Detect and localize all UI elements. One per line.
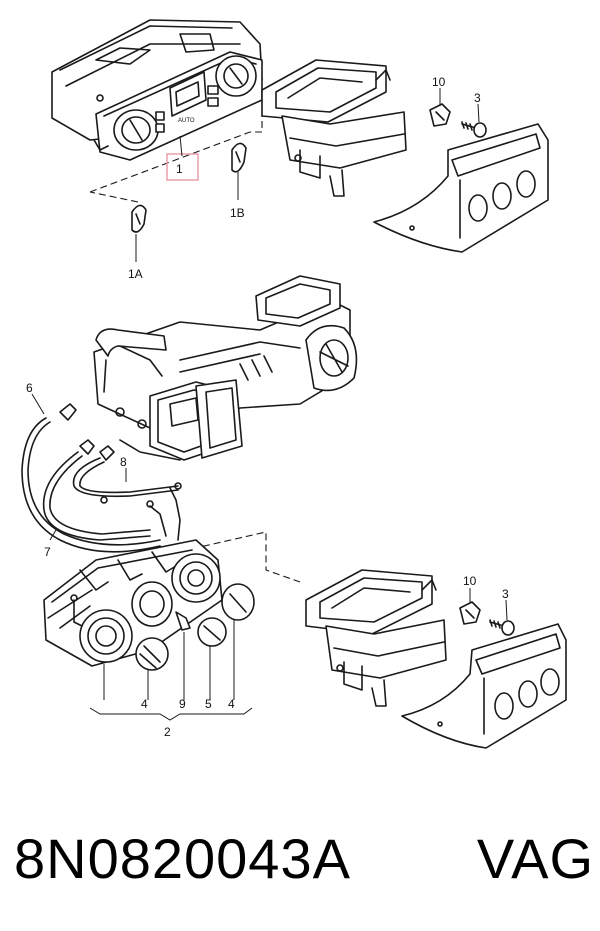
mounting-bracket-bottom: [305, 569, 447, 707]
callout-3-top: 3: [474, 91, 481, 105]
part-number: 8N0820043A: [14, 826, 351, 890]
climate-control-unit-top: AUTO: [51, 19, 263, 161]
callout-4-right: 4: [228, 697, 235, 711]
clip-10-bottom: 10: [459, 574, 481, 625]
control-cables: 6 7 8: [21, 381, 182, 559]
callout-8: 8: [120, 455, 127, 469]
callout-6: 6: [26, 381, 33, 395]
callout-10-top: 10: [432, 75, 446, 89]
callout-2: 2: [164, 725, 171, 739]
knob-5: [197, 617, 227, 700]
callout-5: 5: [205, 697, 212, 711]
callout-1-highlight: [166, 153, 199, 181]
callout-3-bottom: 3: [502, 587, 509, 601]
callout-7: 7: [44, 545, 51, 559]
climate-control-unit-bottom: [43, 539, 223, 667]
callout-10-bottom: 10: [463, 574, 477, 588]
screw-3-top: 3: [461, 91, 487, 138]
brand-name: VAG: [476, 826, 594, 890]
clip-10-top: 10: [429, 75, 451, 127]
part-number-caption: 8N0820043A VAG: [14, 818, 594, 898]
trim-panel-top: [373, 123, 549, 253]
trim-panel-bottom: [401, 623, 567, 749]
callout-1a: 1A: [128, 267, 143, 281]
screw-3-bottom: 3: [489, 587, 515, 636]
svg-text:AUTO: AUTO: [178, 118, 195, 124]
knob-4-left: [135, 637, 169, 700]
mounting-bracket-top: [261, 59, 407, 197]
callout-9: 9: [179, 697, 186, 711]
knob-cap-1b: 1B: [230, 142, 247, 220]
callout-1b: 1B: [230, 206, 245, 220]
callout-4-left: 4: [141, 697, 148, 711]
spindle-9: [175, 611, 191, 700]
heater-box-assembly: [93, 275, 358, 461]
callout-1: 1: [176, 162, 183, 176]
knob-cap-1a: 1A: [128, 204, 147, 281]
knob-4-right: [221, 583, 255, 700]
